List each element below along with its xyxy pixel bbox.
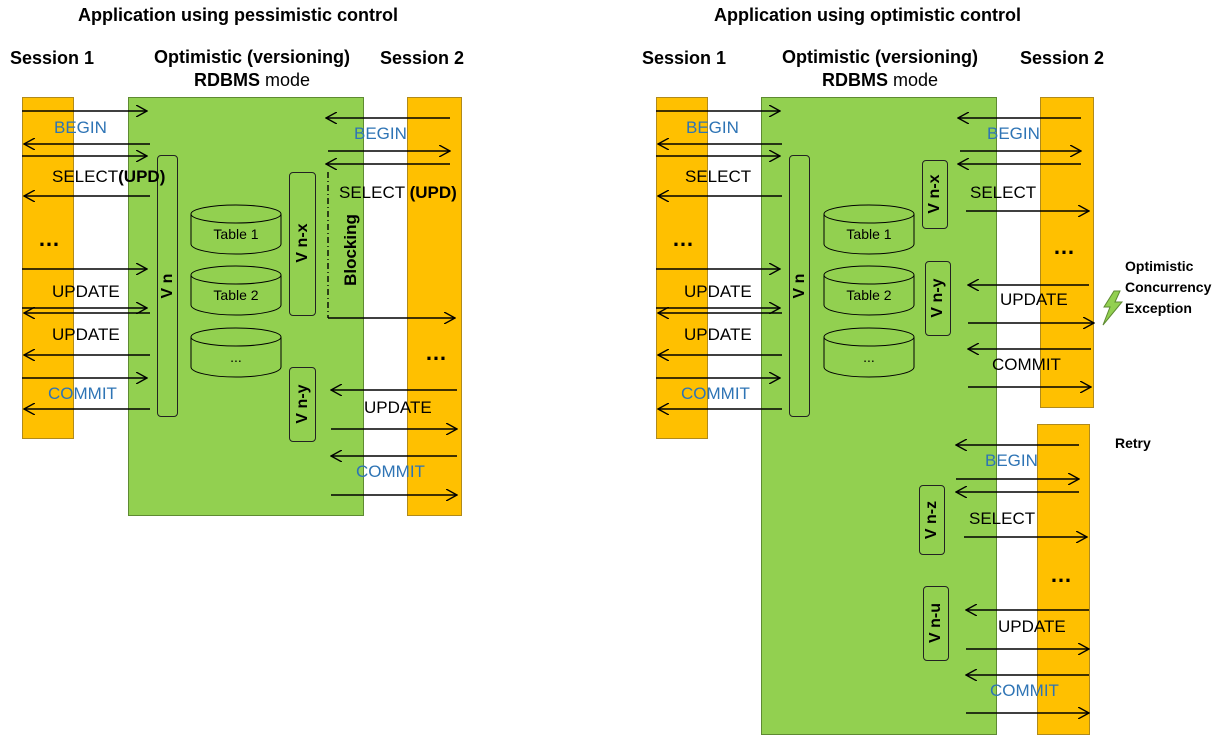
right-mode-line1: Optimistic (versioning) <box>781 47 979 67</box>
left-session1-label: Session 1 <box>10 48 95 68</box>
right-retry-select: SELECT <box>969 509 1036 528</box>
left-vny-pill <box>289 367 316 442</box>
right-vnu-pill <box>923 586 949 661</box>
left-s1-update1: UPDATE <box>52 282 120 301</box>
right-s1-select: SELECT <box>685 167 752 186</box>
left-table2-label: Table 2 <box>213 287 259 303</box>
retry-label: Retry <box>1115 435 1151 451</box>
left-session2-bar <box>407 97 462 516</box>
right-table2-cylinder <box>823 265 915 316</box>
left-s1-commit: COMMIT <box>48 384 117 403</box>
left-table1-label: Table 1 <box>213 226 259 242</box>
right-s2-dots: … <box>1053 234 1076 259</box>
right-mode-label: Optimistic (versioning) RDBMS mode <box>762 46 998 92</box>
left-s2-dots: … <box>425 340 448 365</box>
left-s2-select: SELECT (UPD) <box>339 183 457 202</box>
left-s1-update2: UPDATE <box>52 325 120 344</box>
right-vn-pill <box>789 155 810 417</box>
right-s2-begin: BEGIN <box>987 124 1040 143</box>
left-s1-dots: … <box>38 226 61 251</box>
left-session2-label: Session 2 <box>380 48 465 68</box>
left-table3-cylinder <box>190 327 282 378</box>
right-vnx-pill <box>922 160 948 229</box>
left-s2-update: UPDATE <box>364 398 432 417</box>
right-table1-label: Table 1 <box>846 226 892 242</box>
right-s1-begin: BEGIN <box>686 118 739 137</box>
left-table1-cylinder <box>190 204 282 255</box>
lightning-bolt-icon <box>1102 290 1124 326</box>
left-session1-bar <box>22 97 74 439</box>
right-retry-dots: … <box>1050 562 1073 587</box>
right-session2-label: Session 2 <box>1020 48 1105 68</box>
left-s1-select: SELECT(UPD) <box>52 167 166 186</box>
right-session2-bar <box>1040 97 1094 408</box>
right-vny-pill <box>925 261 951 336</box>
right-s1-update1: UPDATE <box>684 282 752 301</box>
right-retry-begin: BEGIN <box>985 451 1038 470</box>
left-s2-begin: BEGIN <box>354 124 407 143</box>
right-table2-label: Table 2 <box>846 287 892 303</box>
left-table2-cylinder <box>190 265 282 316</box>
right-retry-session-bar <box>1037 424 1090 735</box>
right-mode-line2: RDBMS mode <box>821 70 939 90</box>
left-mode-line2: RDBMS mode <box>193 70 311 90</box>
left-title: Application using pessimistic control <box>78 5 399 25</box>
right-retry-commit: COMMIT <box>990 681 1059 700</box>
right-s1-commit: COMMIT <box>681 384 750 403</box>
right-table3-cylinder <box>823 327 915 378</box>
right-title: Application using optimistic control <box>714 5 1022 25</box>
right-s2-update: UPDATE <box>1000 290 1068 309</box>
left-mode-label: Optimistic (versioning) RDBMS mode <box>140 46 364 92</box>
right-s1-update2: UPDATE <box>684 325 752 344</box>
right-s1-dots: … <box>672 226 695 251</box>
left-vnx-pill <box>289 172 316 316</box>
left-s1-begin: BEGIN <box>54 118 107 137</box>
right-s2-commit: COMMIT <box>992 355 1061 374</box>
optimistic-concurrency-exception-note: Optimistic Concurrency Exception <box>1125 258 1212 316</box>
left-mode-line1: Optimistic (versioning) <box>153 47 351 67</box>
left-table3-label: ... <box>230 349 242 365</box>
right-vnz-pill <box>919 485 945 555</box>
left-vn-pill <box>157 155 178 417</box>
right-table3-label: ... <box>863 349 875 365</box>
right-s2-select: SELECT <box>970 183 1037 202</box>
right-session1-label: Session 1 <box>642 48 727 68</box>
right-table1-cylinder <box>823 204 915 255</box>
left-s2-commit: COMMIT <box>356 462 425 481</box>
right-retry-update: UPDATE <box>998 617 1066 636</box>
right-session1-bar <box>656 97 708 439</box>
